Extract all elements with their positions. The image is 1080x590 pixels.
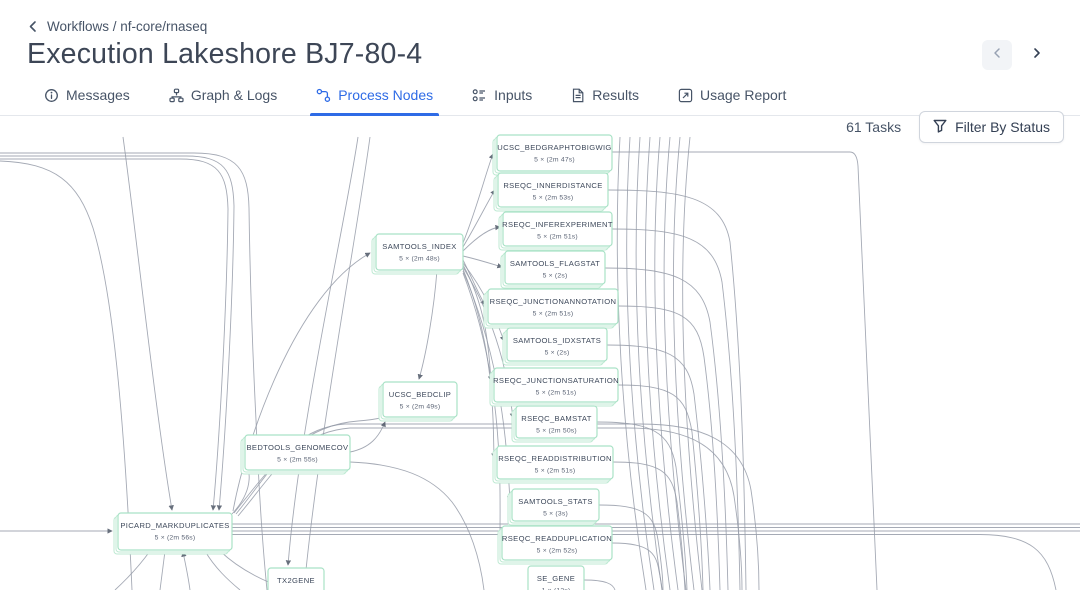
tab-bar: Messages Graph & Logs Process Nodes Inpu… (0, 85, 1080, 116)
process-node-runs: 5 × (2m 51s) (533, 311, 574, 318)
filter-by-status-button[interactable]: Filter By Status (919, 111, 1064, 143)
process-node-se_gene[interactable]: SE_GENE 1 × (12s) (527, 565, 585, 590)
breadcrumb[interactable]: Workflows / nf-core/rnaseq (0, 0, 1080, 34)
previous-run-button[interactable] (982, 39, 1012, 70)
external-report-icon (678, 88, 693, 103)
info-icon (44, 88, 59, 103)
process-node-label: RSEQC_INFEREXPERIMENT (502, 220, 613, 229)
funnel-icon (933, 119, 947, 136)
process-node-runs: 5 × (2m 49s) (400, 404, 441, 411)
process-node-label: SAMTOOLS_IDXSTATS (513, 336, 601, 345)
process-node-label: UCSC_BEDCLIP (389, 390, 451, 399)
process-node-runs: 5 × (2m 56s) (155, 535, 196, 542)
process-node-bedtools_genomecov[interactable]: BEDTOOLS_GENOMECOV 5 × (2m 55s) (240, 434, 351, 475)
chevron-right-icon (1032, 47, 1042, 62)
process-node-runs: 5 × (2m 47s) (534, 157, 575, 164)
process-dag[interactable]: UCSC_BEDGRAPHTOBIGWIG 5 × (2m 47s) RSEQC_I… (0, 110, 1080, 590)
tab-inputs[interactable]: Inputs (472, 85, 532, 115)
process-node-label: RSEQC_BAMSTAT (521, 414, 592, 423)
process-node-ucsc_bedgraphtobigwig[interactable]: UCSC_BEDGRAPHTOBIGWIG 5 × (2m 47s) (492, 134, 613, 176)
process-node-runs: 5 × (3s) (543, 511, 568, 518)
process-node-label: PICARD_MARKDUPLICATES (120, 521, 229, 530)
process-node-runs: 5 × (2m 51s) (536, 390, 577, 397)
process-node-label: RSEQC_JUNCTIONANNOTATION (490, 297, 617, 306)
tab-label: Usage Report (699, 87, 787, 103)
tab-label: Process Nodes (338, 87, 434, 103)
process-node-label: BEDTOOLS_GENOMECOV (247, 443, 350, 452)
process-node-label: RSEQC_INNERDISTANCE (503, 181, 602, 190)
tab-label: Graph & Logs (190, 87, 278, 103)
process-node-label: SAMTOOLS_STATS (518, 497, 593, 506)
process-node-ucsc_bedclip[interactable]: UCSC_BEDCLIP 5 × (2m 49s) (378, 381, 458, 422)
process-node-samtools_idxstats[interactable]: SAMTOOLS_IDXSTATS 5 × (2s) (502, 327, 608, 366)
process-node-runs: 5 × (2m 51s) (535, 468, 576, 475)
process-node-runs: 1 × (12s) (542, 588, 571, 590)
process-node-runs: 5 × (2m 50s) (536, 428, 577, 435)
process-node-runs: 5 × (2m 53s) (533, 195, 574, 202)
process-node-runs: 5 × (2s) (543, 273, 568, 280)
process-node-rseqc_innerdistance[interactable]: RSEQC_INNERDISTANCE 5 × (2m 53s) (493, 172, 609, 212)
tab-messages[interactable]: Messages (44, 85, 130, 115)
run-pager (982, 39, 1052, 70)
tab-results[interactable]: Results (571, 85, 639, 115)
tab-process-nodes[interactable]: Process Nodes (310, 85, 440, 116)
process-node-runs: 5 × (2m 48s) (399, 256, 440, 263)
process-node-label: UCSC_BEDGRAPHTOBIGWIG (497, 143, 611, 152)
process-node-rseqc_readdistribution[interactable]: RSEQC_READDISTRIBUTION 5 × (2m 51s) (492, 445, 614, 484)
tab-label: Results (592, 87, 639, 103)
process-node-samtools_flagstat[interactable]: SAMTOOLS_FLAGSTAT 5 × (2s) (500, 250, 606, 289)
hierarchy-icon (169, 88, 184, 103)
filter-button-label: Filter By Status (955, 119, 1050, 135)
process-nodes-icon (316, 88, 331, 103)
process-node-rseqc_junctionannotation[interactable]: RSEQC_JUNCTIONANNOTATION 5 × (2m 51s) (483, 288, 619, 329)
process-dag-canvas[interactable]: UCSC_BEDGRAPHTOBIGWIG 5 × (2m 47s) RSEQC_I… (0, 110, 1080, 590)
process-node-runs: 5 × (2m 55s) (277, 457, 318, 464)
process-node-rseqc_inferexperiment[interactable]: RSEQC_INFEREXPERIMENT 5 × (2m 51s) (498, 211, 613, 251)
process-node-label: SAMTOOLS_FLAGSTAT (510, 259, 600, 268)
process-node-label: RSEQC_READDISTRIBUTION (498, 454, 612, 463)
process-node-rseqc_readduplication[interactable]: RSEQC_READDUPLICATION 5 × (2m 52s) (497, 525, 613, 565)
process-node-label: SE_GENE (537, 574, 575, 583)
process-node-rseqc_bamstat[interactable]: RSEQC_BAMSTAT 5 × (2m 50s) (511, 405, 598, 443)
document-icon (571, 88, 585, 103)
page-title: Execution Lakeshore BJ7-80-4 (27, 38, 423, 70)
tab-label: Inputs (494, 87, 533, 103)
tab-graph-logs[interactable]: Graph & Logs (169, 85, 277, 115)
process-node-picard_markduplicates[interactable]: PICARD_MARKDUPLICATES 5 × (2m 56s) (113, 512, 233, 555)
process-node-label: RSEQC_READDUPLICATION (502, 534, 612, 543)
next-run-button[interactable] (1022, 40, 1052, 70)
tab-label: Messages (66, 87, 130, 103)
tab-usage-report[interactable]: Usage Report (678, 85, 786, 115)
process-node-samtools_stats[interactable]: SAMTOOLS_STATS 5 × (3s) (507, 488, 600, 526)
process-node-label: TX2GENE (277, 576, 315, 585)
graph-edges (0, 136, 1080, 590)
list-icon (472, 88, 487, 103)
process-node-label: RSEQC_JUNCTIONSATURATION (493, 376, 619, 385)
task-count: 61 Tasks (846, 119, 902, 135)
breadcrumb-label: Workflows / nf-core/rnaseq (47, 19, 208, 34)
process-node-runs: 5 × (2m 52s) (537, 548, 578, 555)
process-node-runs: 5 × (2m 51s) (537, 234, 578, 241)
process-node-rseqc_junctionsaturation[interactable]: RSEQC_JUNCTIONSATURATION 5 × (2m 51s) (489, 367, 619, 407)
process-node-runs: 5 × (2s) (545, 350, 570, 357)
process-node-label: SAMTOOLS_INDEX (382, 242, 456, 251)
process-node-samtools_index[interactable]: SAMTOOLS_INDEX 5 × (2m 48s) (371, 233, 464, 275)
chevron-left-icon (992, 47, 1002, 62)
chevron-left-icon (27, 20, 38, 33)
process-node-tx2gene[interactable]: TX2GENE1 × (12s) (267, 567, 325, 590)
